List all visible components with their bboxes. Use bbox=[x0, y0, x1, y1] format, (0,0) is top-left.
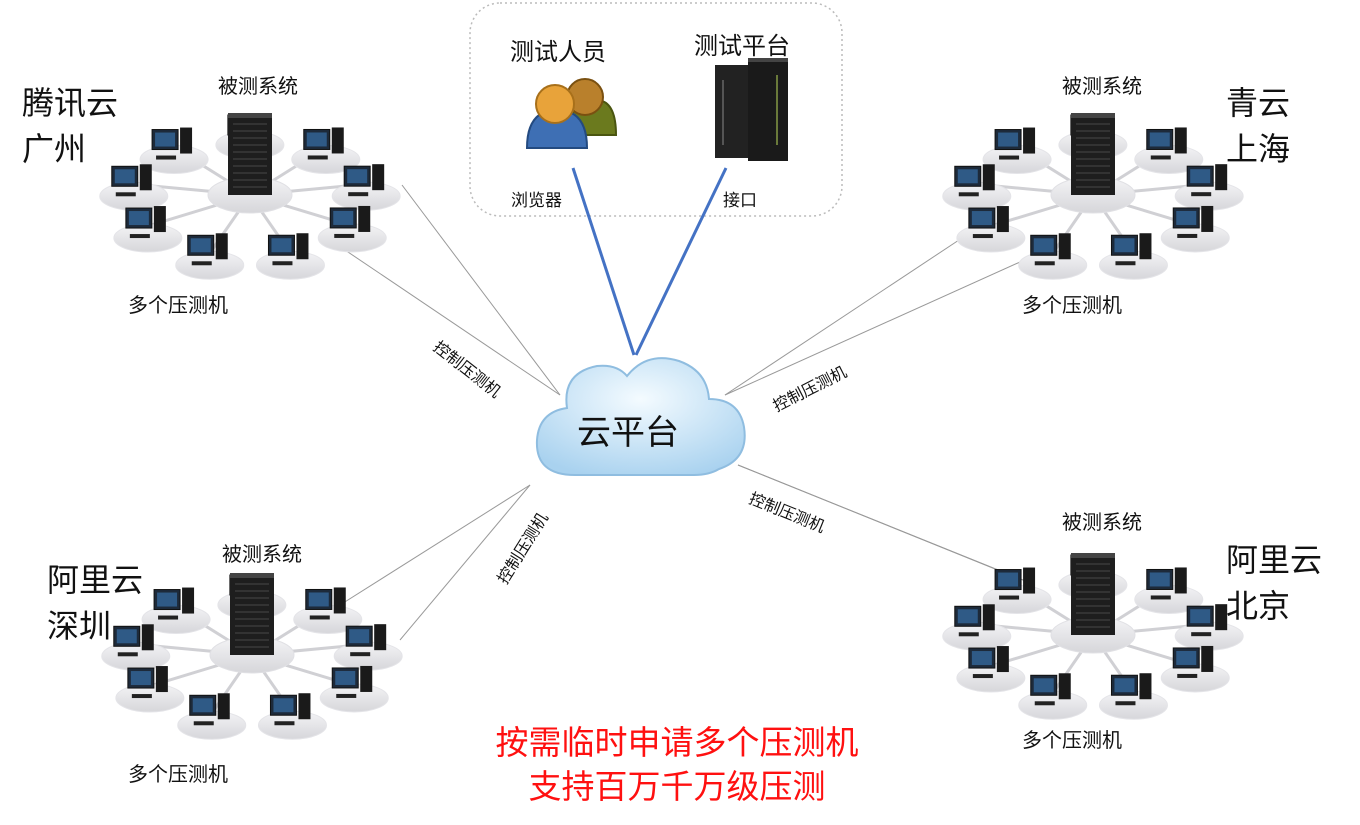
workstation-icon bbox=[942, 604, 1012, 651]
load-test-cluster bbox=[942, 113, 1244, 280]
interface-link bbox=[634, 167, 728, 356]
control-link bbox=[737, 464, 1029, 583]
workstation-icon bbox=[139, 127, 209, 175]
load-machines-label: 多个压测机 bbox=[128, 762, 228, 786]
control-link bbox=[344, 249, 561, 396]
workstation-icon bbox=[257, 693, 327, 740]
server-tower-icon bbox=[1050, 113, 1136, 214]
region-city: 北京 bbox=[1226, 587, 1291, 625]
workstation-icon bbox=[113, 206, 183, 253]
workstation-icon bbox=[1160, 645, 1230, 693]
workstation-icon bbox=[956, 646, 1026, 693]
load-machines-label: 多个压测机 bbox=[1022, 293, 1122, 317]
testers-label: 测试人员 bbox=[510, 38, 606, 66]
workstation-icon bbox=[1174, 604, 1244, 651]
workstation-icon bbox=[291, 127, 361, 174]
load-machines-label: 多个压测机 bbox=[1022, 728, 1122, 752]
region-city: 广州 bbox=[22, 130, 87, 168]
workstation-icon bbox=[1098, 233, 1168, 280]
server-tower-icon bbox=[1050, 553, 1136, 654]
workstation-icon bbox=[331, 164, 401, 211]
users-icon bbox=[525, 78, 618, 149]
workstation-icon bbox=[293, 587, 363, 634]
workstation-icon bbox=[141, 587, 211, 635]
workstation-icon bbox=[1134, 127, 1204, 174]
server-tower-icon bbox=[209, 573, 295, 674]
workstation-icon bbox=[1134, 567, 1204, 614]
server-tower-icon bbox=[207, 113, 293, 214]
load-test-cluster bbox=[99, 113, 401, 280]
workstation-icon bbox=[1174, 164, 1244, 211]
system-under-test-label: 被测系统 bbox=[1062, 74, 1142, 98]
workstation-icon bbox=[333, 624, 403, 671]
control-link bbox=[401, 184, 561, 396]
control-link bbox=[399, 484, 531, 641]
workstation-icon bbox=[177, 693, 247, 740]
browser-label: 浏览器 bbox=[511, 191, 562, 211]
workstation-icon bbox=[115, 666, 185, 713]
cloud-platform-label: 云平台 bbox=[577, 413, 679, 453]
workstation-icon bbox=[1018, 673, 1088, 720]
workstation-icon bbox=[319, 665, 389, 713]
system-under-test-label: 被测系统 bbox=[222, 542, 302, 566]
footer-line-1: 按需临时申请多个压测机 bbox=[495, 723, 859, 762]
client-group-box bbox=[469, 2, 843, 217]
cloud-icon bbox=[535, 357, 746, 476]
load-machines-label: 多个压测机 bbox=[128, 293, 228, 317]
system-under-test-label: 被测系统 bbox=[1062, 510, 1142, 534]
browser-link bbox=[571, 167, 636, 356]
control-link bbox=[339, 484, 531, 606]
region-city: 深圳 bbox=[47, 607, 112, 645]
region-name: 阿里云 bbox=[47, 561, 144, 599]
control-link bbox=[724, 261, 1021, 396]
region-name: 阿里云 bbox=[1226, 541, 1323, 579]
workstation-icon bbox=[99, 164, 169, 211]
workstation-icon bbox=[982, 127, 1052, 175]
region-city: 上海 bbox=[1226, 130, 1291, 168]
workstation-icon bbox=[255, 233, 325, 280]
workstation-icon bbox=[317, 205, 387, 253]
workstation-icon bbox=[942, 164, 1012, 211]
mainframe-server-icon bbox=[715, 58, 788, 161]
workstation-icon bbox=[1160, 205, 1230, 253]
system-under-test-label: 被测系统 bbox=[218, 74, 298, 98]
workstation-icon bbox=[1018, 233, 1088, 280]
interface-label: 接口 bbox=[723, 191, 757, 211]
workstation-icon bbox=[101, 624, 171, 671]
workstation-icon bbox=[956, 206, 1026, 253]
load-test-cluster bbox=[101, 573, 403, 740]
test-platform-label: 测试平台 bbox=[694, 32, 790, 60]
workstation-icon bbox=[1098, 673, 1168, 720]
footer-line-2: 支持百万千万级压测 bbox=[528, 767, 826, 806]
workstation-icon bbox=[175, 233, 245, 280]
control-link bbox=[724, 237, 963, 396]
load-test-cluster bbox=[942, 553, 1244, 720]
workstation-icon bbox=[982, 567, 1052, 615]
region-name: 青云 bbox=[1226, 84, 1291, 122]
region-name: 腾讯云 bbox=[22, 84, 119, 122]
